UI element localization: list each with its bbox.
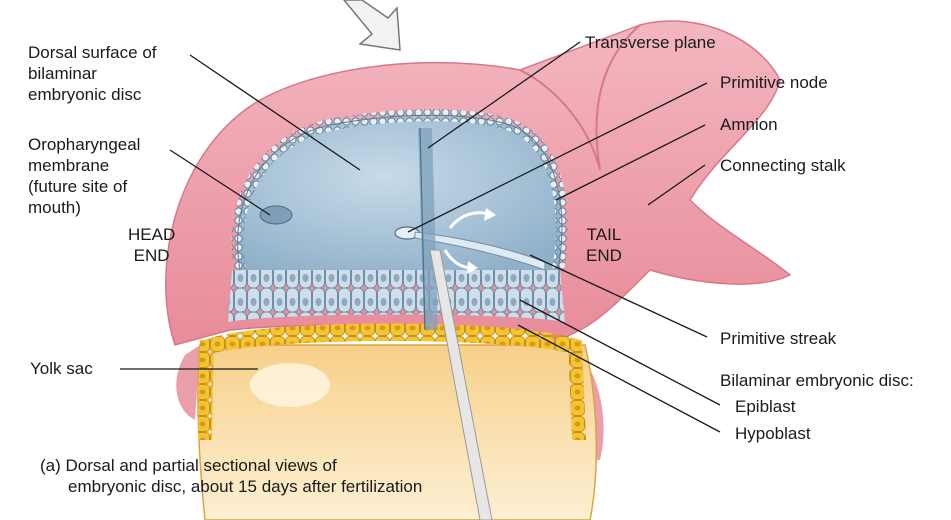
label-primitive-node: Primitive node bbox=[720, 73, 828, 92]
oropharyngeal-membrane bbox=[259, 205, 293, 225]
label-hypoblast: Hypoblast bbox=[735, 424, 811, 443]
label-amnion: Amnion bbox=[720, 115, 778, 134]
view-direction-arrow bbox=[343, 0, 401, 51]
figure-caption: (a) Dorsal and partial sectional views o… bbox=[40, 456, 423, 496]
leader-lines bbox=[120, 41, 721, 433]
embryonic-disc bbox=[231, 109, 568, 274]
label-tail-end: TAIL END bbox=[586, 225, 622, 265]
transverse-plane-cut bbox=[418, 127, 438, 331]
epiblast-layer bbox=[228, 270, 565, 322]
label-yolk-sac: Yolk sac bbox=[30, 359, 93, 378]
label-primitive-streak: Primitive streak bbox=[720, 329, 837, 348]
primitive-streak bbox=[414, 231, 546, 271]
label-connecting-stalk: Connecting stalk bbox=[720, 156, 846, 175]
label-dorsal-surface: Dorsal surface of bilaminar embryonic di… bbox=[28, 43, 157, 104]
label-head-end: HEAD END bbox=[128, 225, 176, 265]
label-oropharyngeal-membrane: Oropharyngeal membrane (future site of m… bbox=[28, 135, 141, 217]
label-epiblast: Epiblast bbox=[735, 397, 796, 416]
label-bilaminar-disc: Bilaminar embryonic disc: bbox=[720, 371, 914, 390]
yolk-sac bbox=[197, 344, 598, 520]
label-transverse-plane: Transverse plane bbox=[585, 33, 716, 52]
hypoblast-layer bbox=[198, 323, 586, 440]
